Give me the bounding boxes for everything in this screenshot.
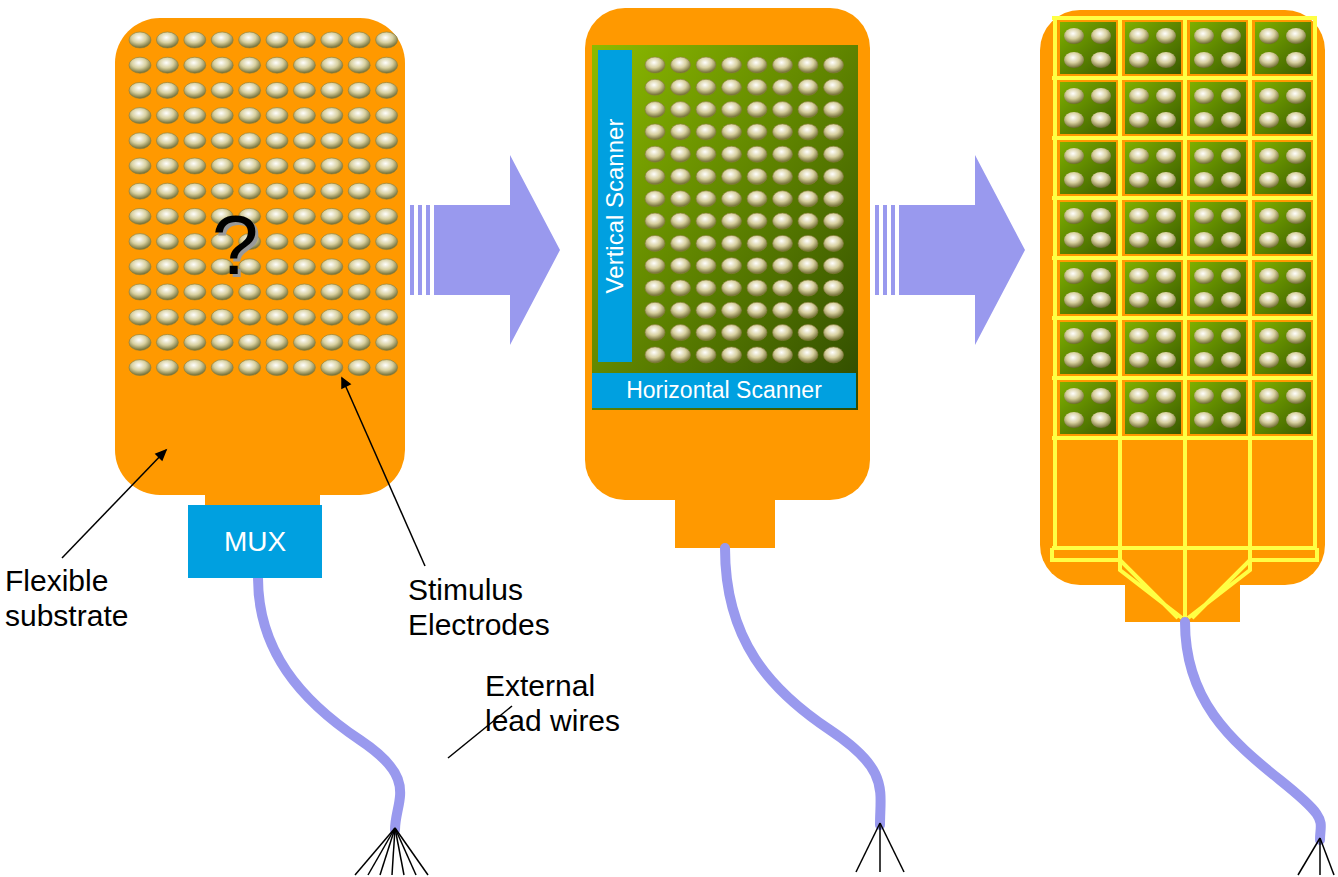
cable bbox=[1185, 622, 1321, 840]
lead-wires bbox=[856, 823, 904, 872]
node-text: ? bbox=[212, 197, 259, 294]
electrode-grid bbox=[129, 32, 398, 376]
callout-label: External lead wires bbox=[485, 668, 655, 739]
node-text: Vertical Scanner bbox=[601, 119, 629, 294]
leader-lines bbox=[62, 378, 512, 758]
scanner-bar: Horizontal Scanner bbox=[592, 373, 856, 408]
chip-array bbox=[1060, 22, 1311, 434]
flexible-substrate bbox=[115, 18, 405, 510]
node-text: MUX bbox=[224, 526, 286, 558]
progression-arrow bbox=[410, 155, 560, 345]
callout-label: Stimulus Electrodes bbox=[408, 572, 578, 643]
scanner-bar: Vertical Scanner bbox=[598, 50, 632, 362]
electrode-grid bbox=[645, 57, 844, 363]
lead-wires bbox=[1298, 838, 1334, 875]
node-text: Horizontal Scanner bbox=[626, 377, 822, 404]
progression-arrow bbox=[875, 155, 1025, 345]
flexible-substrate bbox=[585, 8, 870, 548]
cmos-chip bbox=[592, 45, 858, 410]
substrate-region: ? bbox=[160, 170, 310, 320]
cable bbox=[258, 578, 400, 830]
lead-wires bbox=[355, 828, 428, 875]
mux-box: MUX bbox=[188, 505, 322, 578]
yellow-wiring bbox=[1052, 18, 1317, 618]
flexible-substrate bbox=[1040, 10, 1325, 622]
cable bbox=[725, 548, 881, 825]
callout-label: Flexible substrate bbox=[5, 563, 205, 634]
